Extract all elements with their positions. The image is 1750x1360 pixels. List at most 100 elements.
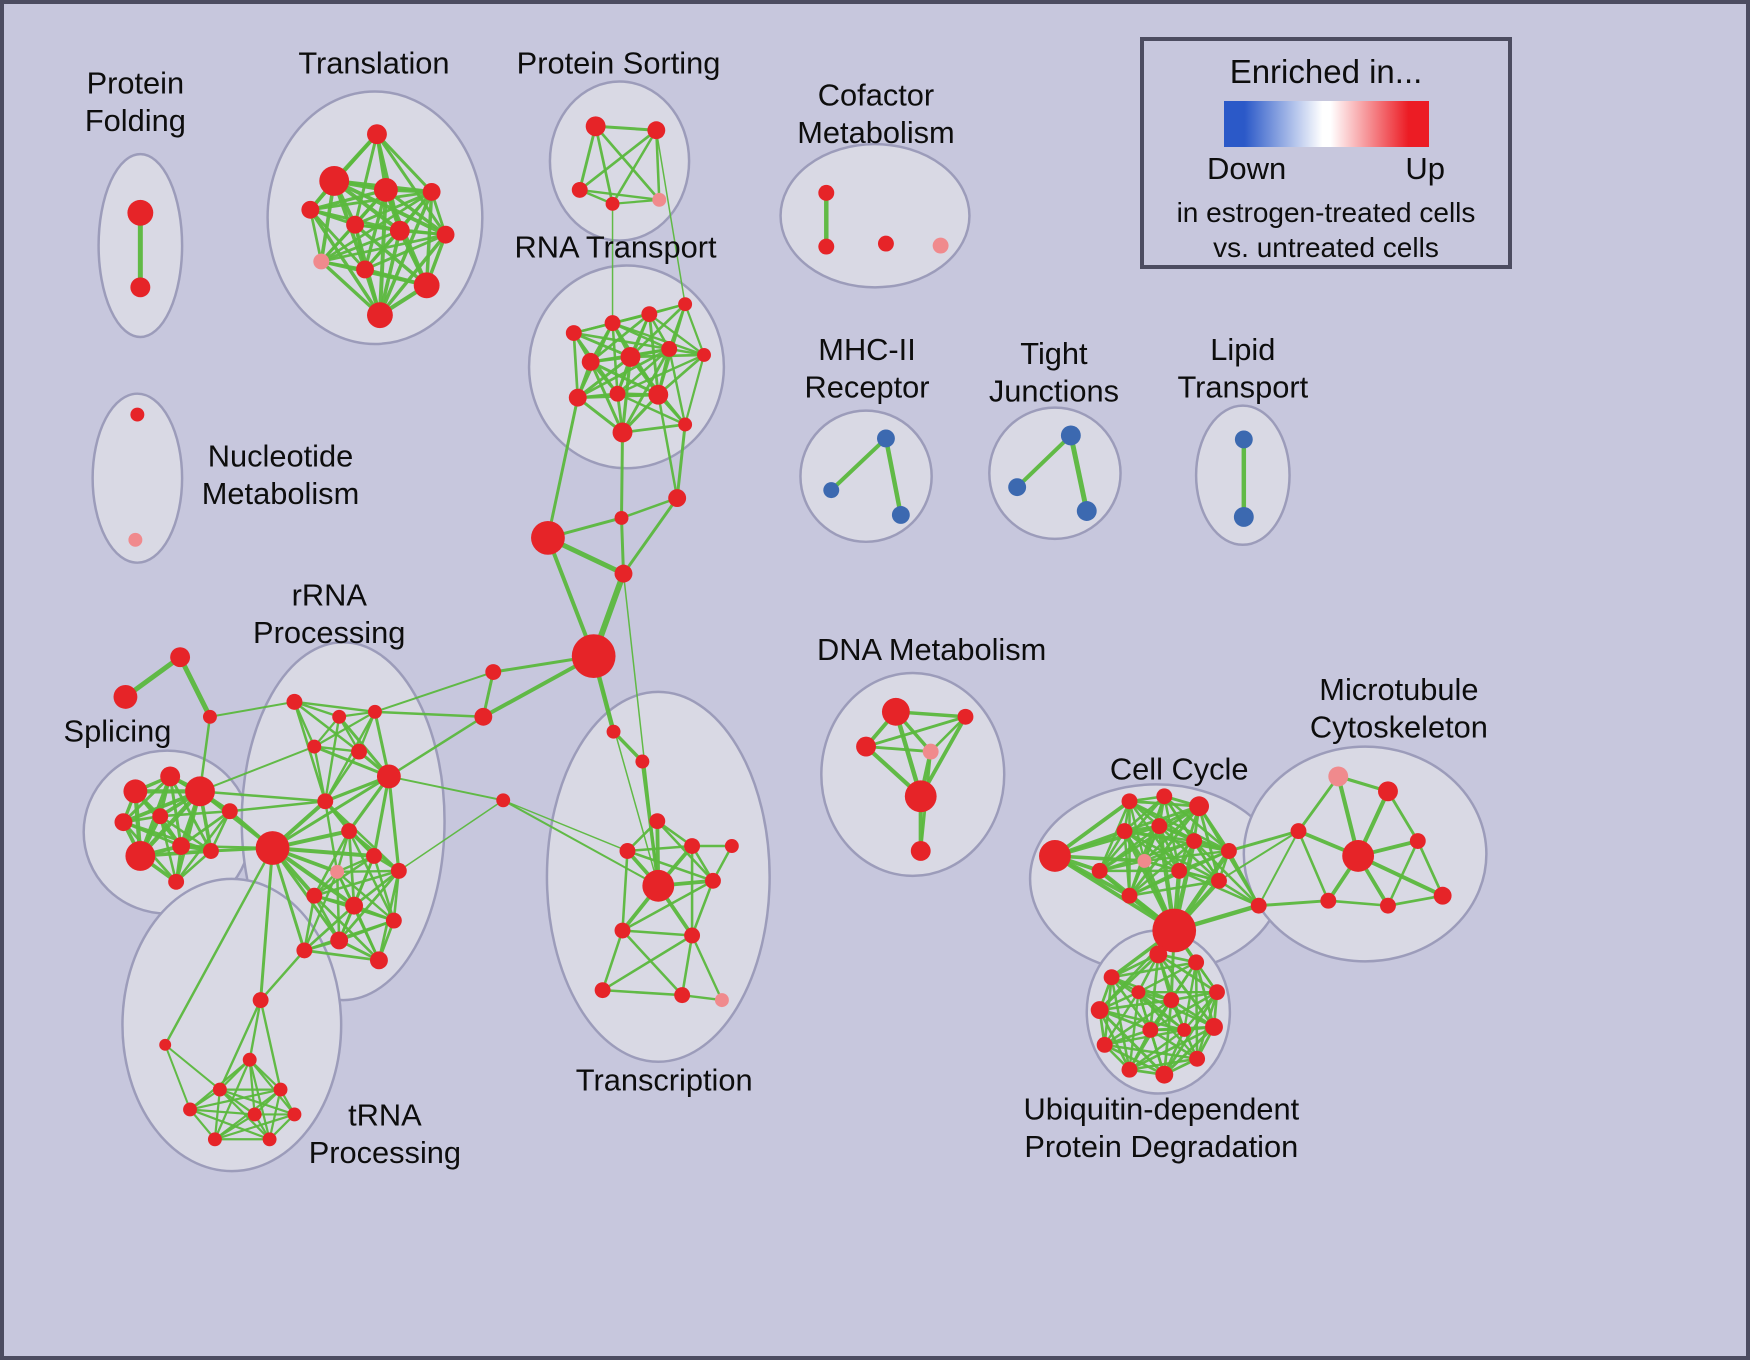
network-node-tl3[interactable] [301, 200, 320, 219]
network-node-rr15[interactable] [330, 931, 349, 950]
network-node-tr12[interactable] [714, 993, 729, 1008]
network-node-cc14[interactable] [1250, 897, 1267, 914]
network-node-sp6[interactable] [221, 803, 238, 820]
network-node-rr8[interactable] [341, 823, 358, 840]
network-node-sp7[interactable] [125, 841, 156, 871]
network-node-tl8[interactable] [436, 225, 455, 244]
network-node-mh3[interactable] [891, 506, 910, 524]
network-node-rt4[interactable] [678, 297, 693, 312]
network-node-sp8[interactable] [172, 837, 191, 855]
network-node-tn9[interactable] [207, 1132, 222, 1147]
network-node-cc7[interactable] [1186, 833, 1203, 849]
network-node-tr2[interactable] [635, 754, 650, 769]
network-node-tn3[interactable] [242, 1052, 257, 1067]
network-node-mt2[interactable] [1378, 781, 1398, 802]
network-node-rr14[interactable] [385, 912, 402, 929]
network-node-dm3[interactable] [856, 736, 876, 757]
network-node-rr3[interactable] [368, 704, 382, 719]
network-node-tl5[interactable] [422, 182, 441, 201]
network-node-mh1[interactable] [876, 429, 895, 448]
network-node-cc2[interactable] [1121, 793, 1138, 810]
network-node-cn4[interactable] [614, 564, 633, 583]
network-node-rr11[interactable] [390, 862, 407, 879]
network-node-tl9[interactable] [313, 253, 330, 270]
network-node-ub12[interactable] [1163, 992, 1180, 1009]
network-node-mh2[interactable] [823, 482, 840, 499]
network-node-cc9[interactable] [1091, 862, 1108, 879]
network-node-nm1[interactable] [130, 407, 145, 422]
network-node-ub1[interactable] [1149, 945, 1168, 964]
network-node-tr3[interactable] [649, 813, 666, 830]
network-node-rt1[interactable] [565, 325, 582, 342]
network-node-rt9[interactable] [568, 388, 587, 407]
network-node-sp3[interactable] [185, 776, 215, 807]
network-node-tl10[interactable] [356, 260, 374, 279]
network-node-ps1[interactable] [585, 116, 606, 137]
network-node-ub13[interactable] [1142, 1021, 1159, 1038]
network-node-cf4[interactable] [932, 237, 949, 254]
network-node-rr17[interactable] [369, 951, 388, 970]
network-node-sp1[interactable] [123, 779, 148, 804]
network-node-ps2[interactable] [647, 121, 666, 140]
network-node-rr2[interactable] [332, 709, 347, 724]
network-node-rt12[interactable] [612, 422, 633, 443]
network-node-tj3[interactable] [1076, 501, 1097, 521]
network-node-rr9[interactable] [330, 864, 345, 879]
network-node-pf2[interactable] [130, 277, 151, 298]
network-node-mt7[interactable] [1320, 892, 1337, 909]
network-node-mt4[interactable] [1409, 833, 1426, 849]
network-node-tr6[interactable] [705, 872, 721, 889]
network-node-tl2[interactable] [319, 166, 350, 196]
network-node-cc10[interactable] [1137, 853, 1152, 868]
network-node-cc4[interactable] [1189, 796, 1210, 817]
network-node-tn4[interactable] [212, 1082, 227, 1097]
network-node-rt11[interactable] [648, 384, 669, 405]
network-node-ub9[interactable] [1090, 1001, 1109, 1019]
network-node-dm6[interactable] [910, 841, 931, 861]
network-node-tl12[interactable] [367, 302, 393, 329]
network-node-cc3[interactable] [1156, 788, 1173, 805]
network-node-cn7[interactable] [496, 793, 511, 808]
network-node-ub4[interactable] [1205, 1018, 1223, 1036]
network-node-tr8[interactable] [614, 922, 631, 939]
network-node-tl1[interactable] [367, 124, 387, 145]
network-node-cchub[interactable] [1152, 908, 1197, 953]
network-node-tr5[interactable] [619, 843, 636, 859]
network-node-mt6[interactable] [1380, 897, 1396, 914]
network-node-tn7[interactable] [247, 1107, 262, 1122]
network-node-cc8[interactable] [1220, 843, 1237, 859]
network-node-pf1[interactable] [127, 199, 154, 226]
network-node-cn2[interactable] [614, 511, 629, 525]
network-node-og3[interactable] [202, 709, 217, 724]
network-node-cn6[interactable] [474, 707, 493, 726]
network-node-dm1[interactable] [881, 697, 910, 726]
network-node-cf2[interactable] [818, 238, 835, 255]
network-node-ub2[interactable] [1188, 954, 1205, 971]
network-node-tn10[interactable] [262, 1132, 277, 1147]
network-node-tn6[interactable] [183, 1102, 198, 1117]
network-node-tr1[interactable] [606, 724, 621, 739]
network-node-tr7[interactable] [724, 839, 739, 853]
network-node-tn5[interactable] [273, 1082, 288, 1097]
network-node-cc11[interactable] [1171, 862, 1188, 879]
network-node-ub11[interactable] [1131, 985, 1146, 1000]
network-node-rr5[interactable] [351, 743, 368, 760]
network-node-sp5[interactable] [152, 808, 169, 825]
network-node-tj1[interactable] [1060, 425, 1081, 446]
network-node-ub8[interactable] [1096, 1036, 1113, 1053]
network-node-og2[interactable] [113, 684, 138, 709]
network-node-tr4[interactable] [684, 838, 701, 854]
network-node-ub7[interactable] [1121, 1061, 1138, 1078]
network-node-rt8[interactable] [697, 347, 711, 362]
network-node-cc6[interactable] [1151, 818, 1168, 835]
network-node-rr12[interactable] [306, 887, 323, 904]
network-node-cn3[interactable] [531, 520, 565, 555]
network-node-sp10[interactable] [168, 873, 185, 890]
network-node-cc1[interactable] [1039, 840, 1071, 872]
network-node-cn5[interactable] [485, 664, 502, 680]
network-node-tr9[interactable] [684, 927, 701, 944]
network-node-ps3[interactable] [571, 181, 588, 198]
network-node-tl6[interactable] [346, 215, 365, 234]
network-node-sp4[interactable] [114, 813, 133, 832]
network-node-cn1[interactable] [668, 489, 687, 508]
